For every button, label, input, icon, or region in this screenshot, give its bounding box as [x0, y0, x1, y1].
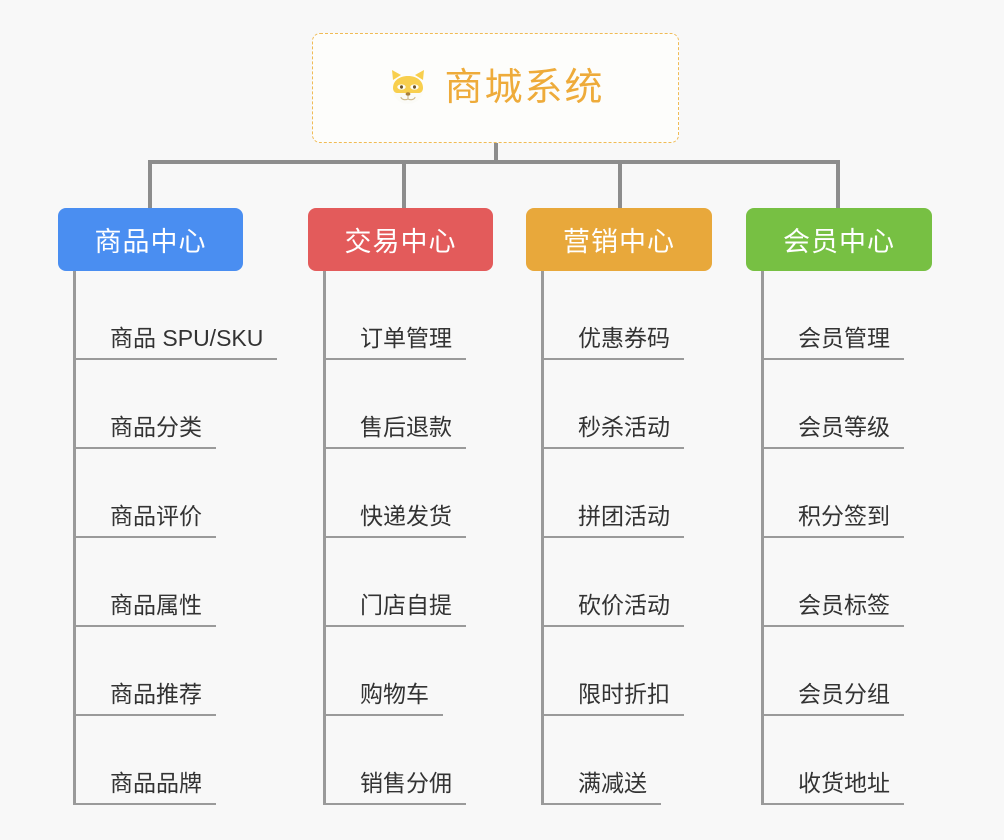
connector-horizontal-bus — [148, 160, 838, 164]
branch-column-4: 会员中心 会员管理 会员等级 积分签到 会员标签 会员分组 收货地址 — [746, 208, 932, 805]
list-item[interactable]: 门店自提 — [326, 538, 493, 627]
leaf-label: 订单管理 — [326, 327, 466, 360]
leaf-label: 砍价活动 — [544, 594, 684, 627]
leaf-label: 限时折扣 — [544, 683, 684, 716]
branch-header-4[interactable]: 会员中心 — [746, 208, 932, 271]
branch-column-1: 商品中心 商品 SPU/SKU 商品分类 商品评价 商品属性 商品推荐 商品品牌 — [58, 208, 278, 805]
connector-drop-3 — [618, 160, 622, 208]
connector-root-stem — [494, 143, 498, 164]
list-item[interactable]: 商品 SPU/SKU — [76, 271, 278, 360]
branch-items-4: 会员管理 会员等级 积分签到 会员标签 会员分组 收货地址 — [761, 271, 932, 805]
branch-column-3: 营销中心 优惠券码 秒杀活动 拼团活动 砍价活动 限时折扣 满减送 — [526, 208, 712, 805]
leaf-label: 满减送 — [544, 772, 661, 805]
branch-items-2: 订单管理 售后退款 快递发货 门店自提 购物车 销售分佣 — [323, 271, 493, 805]
list-item[interactable]: 会员分组 — [764, 627, 932, 716]
list-item[interactable]: 商品属性 — [76, 538, 243, 627]
list-item[interactable]: 商品品牌 — [76, 716, 243, 805]
list-item[interactable]: 积分签到 — [764, 449, 932, 538]
leaf-label: 商品品牌 — [76, 772, 216, 805]
connector-drop-2 — [402, 160, 406, 208]
list-item[interactable]: 商品评价 — [76, 449, 243, 538]
branch-header-1[interactable]: 商品中心 — [58, 208, 243, 271]
leaf-label: 拼团活动 — [544, 505, 684, 538]
connector-drop-1 — [148, 160, 152, 208]
leaf-label: 收货地址 — [764, 772, 904, 805]
leaf-label: 秒杀活动 — [544, 416, 684, 449]
list-item[interactable]: 商品分类 — [76, 360, 243, 449]
list-item[interactable]: 砍价活动 — [544, 538, 712, 627]
branch-header-2[interactable]: 交易中心 — [308, 208, 493, 271]
root-node[interactable]: 商城系统 — [312, 33, 679, 143]
list-item[interactable]: 购物车 — [326, 627, 493, 716]
list-item[interactable]: 快递发货 — [326, 449, 493, 538]
leaf-label: 商品评价 — [76, 505, 216, 538]
list-item[interactable]: 收货地址 — [764, 716, 932, 805]
leaf-label: 快递发货 — [326, 505, 466, 538]
leaf-label: 会员等级 — [764, 416, 904, 449]
list-item[interactable]: 售后退款 — [326, 360, 493, 449]
leaf-label: 门店自提 — [326, 594, 466, 627]
branch-column-2: 交易中心 订单管理 售后退款 快递发货 门店自提 购物车 销售分佣 — [308, 208, 493, 805]
branch-header-3[interactable]: 营销中心 — [526, 208, 712, 271]
leaf-label: 商品分类 — [76, 416, 216, 449]
shiba-dog-emoji — [386, 66, 430, 110]
branch-header-label: 交易中心 — [344, 227, 457, 257]
leaf-label: 售后退款 — [326, 416, 466, 449]
list-item[interactable]: 拼团活动 — [544, 449, 712, 538]
root-title: 商城系统 — [444, 67, 605, 109]
leaf-label: 会员标签 — [764, 594, 904, 627]
leaf-label: 商品推荐 — [76, 683, 216, 716]
leaf-label: 优惠券码 — [544, 327, 684, 360]
leaf-label: 会员分组 — [764, 683, 904, 716]
leaf-label: 销售分佣 — [326, 772, 466, 805]
list-item[interactable]: 会员标签 — [764, 538, 932, 627]
list-item[interactable]: 会员等级 — [764, 360, 932, 449]
leaf-label: 商品 SPU/SKU — [76, 327, 278, 360]
list-item[interactable]: 会员管理 — [764, 271, 932, 360]
list-item[interactable]: 秒杀活动 — [544, 360, 712, 449]
branch-header-label: 营销中心 — [563, 227, 675, 257]
branch-items-1: 商品 SPU/SKU 商品分类 商品评价 商品属性 商品推荐 商品品牌 — [73, 271, 278, 805]
list-item[interactable]: 优惠券码 — [544, 271, 712, 360]
branch-header-label: 商品中心 — [94, 227, 207, 257]
connector-drop-4 — [836, 160, 840, 208]
branch-header-label: 会员中心 — [783, 227, 895, 257]
leaf-label: 会员管理 — [764, 327, 904, 360]
leaf-label: 购物车 — [326, 683, 443, 716]
list-item[interactable]: 订单管理 — [326, 271, 493, 360]
list-item[interactable]: 销售分佣 — [326, 716, 493, 805]
leaf-label: 商品属性 — [76, 594, 216, 627]
leaf-label: 积分签到 — [764, 505, 904, 538]
list-item[interactable]: 商品推荐 — [76, 627, 243, 716]
list-item[interactable]: 满减送 — [544, 716, 712, 805]
list-item[interactable]: 限时折扣 — [544, 627, 712, 716]
branch-items-3: 优惠券码 秒杀活动 拼团活动 砍价活动 限时折扣 满减送 — [541, 271, 712, 805]
